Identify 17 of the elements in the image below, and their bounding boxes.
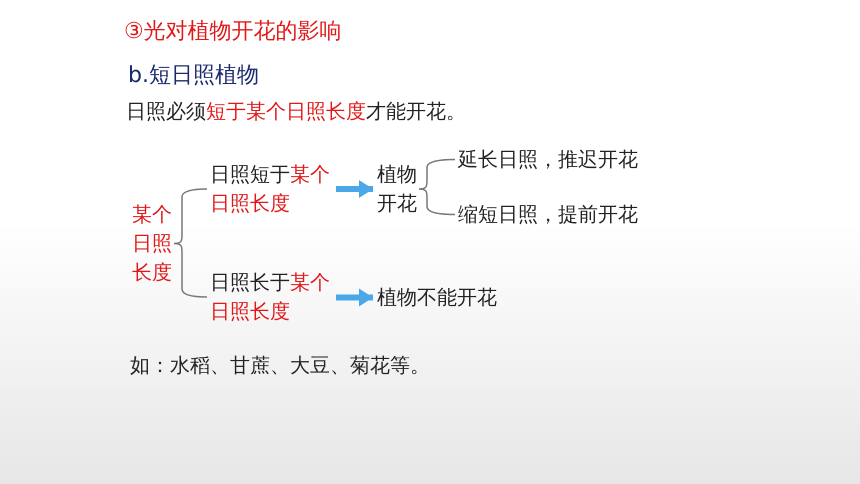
brace-line — [418, 188, 456, 216]
node-text: 日照长于某个日照长度 — [210, 268, 330, 326]
node-text: 某个日照长度 — [132, 200, 172, 287]
slide-title: ③光对植物开花的影响 — [124, 18, 342, 46]
node-text: 缩短日照，提前开花 — [458, 200, 642, 229]
node-text: 植物不能开花 — [377, 283, 501, 312]
example-text: 如：水稻、甘蔗、大豆、菊花等。 — [130, 352, 430, 378]
brace-line — [174, 242, 208, 298]
node-text: 植物开花 — [377, 160, 417, 218]
arrow — [336, 288, 373, 306]
arrow — [336, 180, 373, 198]
brace-line — [418, 158, 456, 190]
sentence: 日照必须短于某个日照长度才能开花。 — [126, 98, 466, 124]
node-text: 延长日照，推迟开花 — [458, 145, 642, 174]
node-text: 日照短于某个日照长度 — [210, 160, 330, 218]
brace-line — [174, 188, 208, 244]
subtitle: b.短日照植物 — [128, 62, 259, 90]
